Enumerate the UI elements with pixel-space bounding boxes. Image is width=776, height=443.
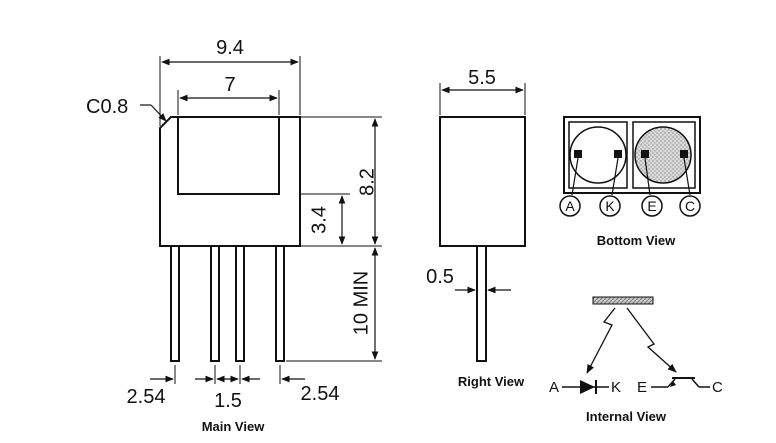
dim-depth: 5.5 xyxy=(468,67,496,89)
svg-text:A: A xyxy=(565,198,575,214)
right-view-caption: Right View xyxy=(458,374,525,389)
internal-view: A K E C Internal View xyxy=(549,296,723,424)
dim-lead: 0.5 xyxy=(426,266,454,288)
cathode-label: K xyxy=(611,379,621,396)
shutter-plate xyxy=(592,296,654,305)
dim-window: 7 xyxy=(224,74,235,96)
emitter-label: E xyxy=(637,379,647,396)
bottom-view-caption: Bottom View xyxy=(597,233,676,248)
received-light-icon xyxy=(626,307,677,373)
right-body-outline xyxy=(439,116,526,247)
main-view-caption: Main View xyxy=(202,419,266,434)
svg-text:C: C xyxy=(685,198,695,214)
dim-height: 8.2 xyxy=(356,168,378,196)
main-leads xyxy=(170,245,285,362)
pin-label-k: K xyxy=(599,195,621,217)
dim-window-height: 3.4 xyxy=(308,206,330,234)
emitter-led-lens xyxy=(569,126,627,184)
dim-pitch-center: 1.5 xyxy=(214,390,242,412)
detector-lens xyxy=(634,126,692,184)
diode-icon xyxy=(580,380,595,394)
svg-text:K: K xyxy=(605,198,615,214)
svg-text:E: E xyxy=(647,198,656,214)
pin-label-e: E xyxy=(641,195,663,217)
main-view: 9.4 7 C0.8 8.2 3.4 10 MIN 2.54 1.5 xyxy=(86,37,382,434)
pin-label-a: A xyxy=(559,195,581,217)
collector-label: C xyxy=(712,379,723,396)
main-window xyxy=(177,116,280,195)
internal-view-caption: Internal View xyxy=(586,409,667,424)
bottom-view: A K E C Bottom View xyxy=(559,116,701,248)
bottom-body-outline xyxy=(563,116,701,194)
pin-label-c: C xyxy=(679,195,701,217)
dim-chamfer: C0.8 xyxy=(86,96,128,118)
right-view: 5.5 0.5 Right View xyxy=(426,67,526,389)
right-lead xyxy=(476,245,487,362)
anode-label: A xyxy=(549,379,559,396)
dim-lead-length: 10 MIN xyxy=(350,271,372,335)
dim-width: 9.4 xyxy=(216,37,244,59)
dim-pitch-right: 2.54 xyxy=(301,383,340,405)
emitted-light-icon xyxy=(586,307,616,374)
dim-pitch-left: 2.54 xyxy=(127,386,166,408)
